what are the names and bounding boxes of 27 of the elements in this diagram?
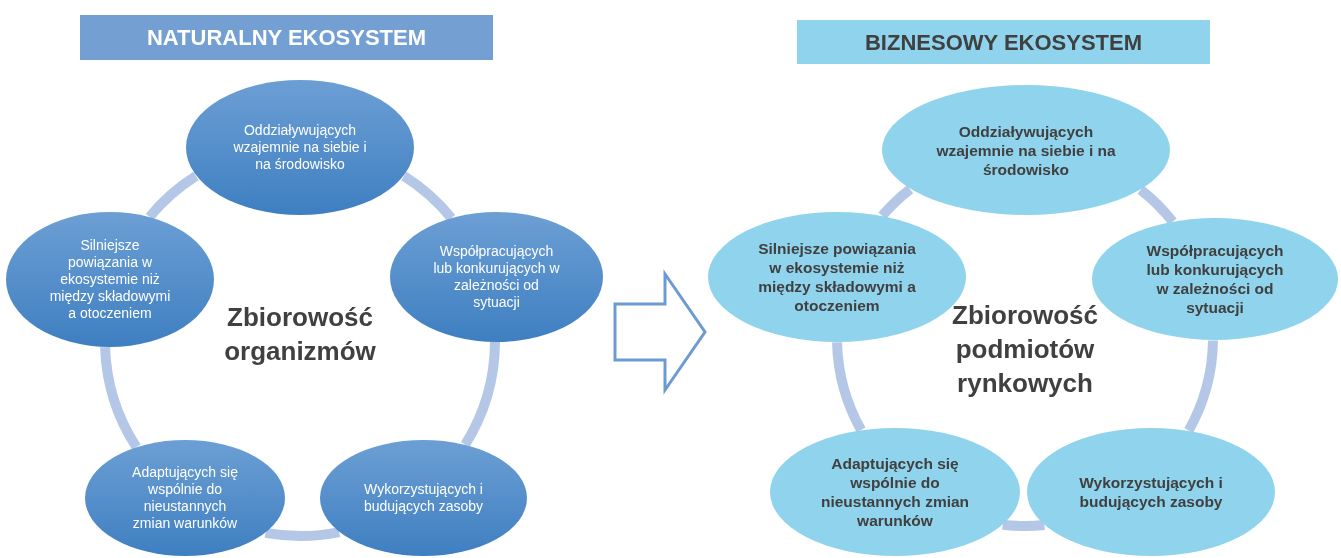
ring-connector [401, 171, 456, 222]
node-text: Współpracujących lub konkurujących w zależności od sytuacji [1145, 241, 1285, 317]
ring-connector [878, 185, 914, 220]
ring-connector [1002, 519, 1045, 531]
center-label: Zbiorowość organizmów [223, 301, 377, 368]
node-text: Oddziaływujących wzajemnie na siebie i na środowisko [935, 121, 1117, 179]
center-label: Zbiorowość podmiotów rynkowych [951, 299, 1099, 400]
node-text: Oddziaływujących wzajemnie na siebie i na środowisko [232, 122, 368, 173]
ring-connector [100, 346, 141, 450]
block-arrow [613, 269, 707, 395]
node-text: Wykorzystujących i budujących zasoby [1078, 473, 1224, 511]
title-banner [797, 20, 1210, 64]
title-banner [80, 15, 493, 60]
ring-connector [145, 171, 199, 221]
node-text: Współpracujących lub konkurujących w zależności od sytuacji [432, 243, 561, 311]
node-text: Silniejsze powiązania w ekosystemie niż między składowymi a otoczeniem [757, 239, 917, 315]
node-text: Wykorzystujących i budujących zasoby [362, 481, 485, 515]
node-text: Adaptujących się wspólnie do nieustannych zmian warunków [819, 454, 971, 530]
ring-connector [832, 342, 866, 433]
ring-connector [1137, 185, 1177, 225]
node-text: Silniejsze powiązania w ekosystemie niż między składowymi a otoczeniem [48, 237, 172, 322]
title-text: NATURALNY EKOSYSTEM [146, 24, 427, 52]
title-text: BIZNESOWY EKOSYSTEM [864, 28, 1143, 57]
ring-connector [1184, 340, 1218, 433]
ring-connector [460, 341, 500, 447]
ring-connector [264, 527, 340, 541]
node-text: Adaptujących się wspólnie do nieustannych zmian warunków [131, 464, 239, 532]
